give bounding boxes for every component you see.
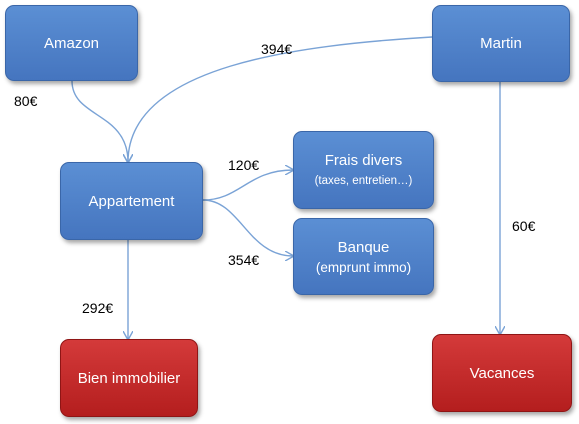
node-frais-divers-label: Frais divers <box>324 152 403 169</box>
node-banque-label: Banque <box>337 238 390 256</box>
node-frais-divers-sublabel: (taxes, entretien…) <box>314 175 413 187</box>
node-appartement[interactable]: Appartement <box>60 162 203 240</box>
node-bien-immobilier-label: Bien immobilier <box>77 369 181 387</box>
node-bien-immobilier[interactable]: Bien immobilier <box>60 339 198 417</box>
edge-label-amazon-appartement: 80€ <box>14 93 38 109</box>
edge-label-martin-vacances: 60€ <box>512 218 536 234</box>
node-appartement-label: Appartement <box>88 192 175 210</box>
node-vacances-label: Vacances <box>469 364 535 382</box>
edge-appartement-frais-divers <box>202 170 293 201</box>
node-banque-sublabel: (emprunt immo) <box>315 259 412 275</box>
edge-amazon-appartement <box>71 80 128 162</box>
node-frais-divers[interactable]: Frais divers (taxes, entretien…) <box>293 131 434 209</box>
edge-label-martin-appartement: 394€ <box>261 41 293 57</box>
edge-appartement-banque <box>202 199 293 256</box>
edge-label-appartement-banque: 354€ <box>228 252 260 268</box>
edge-martin-appartement <box>128 36 433 162</box>
node-amazon-label: Amazon <box>43 34 100 52</box>
node-amazon[interactable]: Amazon <box>5 5 138 81</box>
edge-label-appartement-bien-immobilier: 292€ <box>82 300 114 316</box>
node-banque[interactable]: Banque (emprunt immo) <box>293 218 434 295</box>
node-martin[interactable]: Martin <box>432 5 570 82</box>
edge-label-appartement-frais-divers: 120€ <box>228 157 260 173</box>
node-vacances[interactable]: Vacances <box>432 334 572 412</box>
node-martin-label: Martin <box>480 35 522 52</box>
